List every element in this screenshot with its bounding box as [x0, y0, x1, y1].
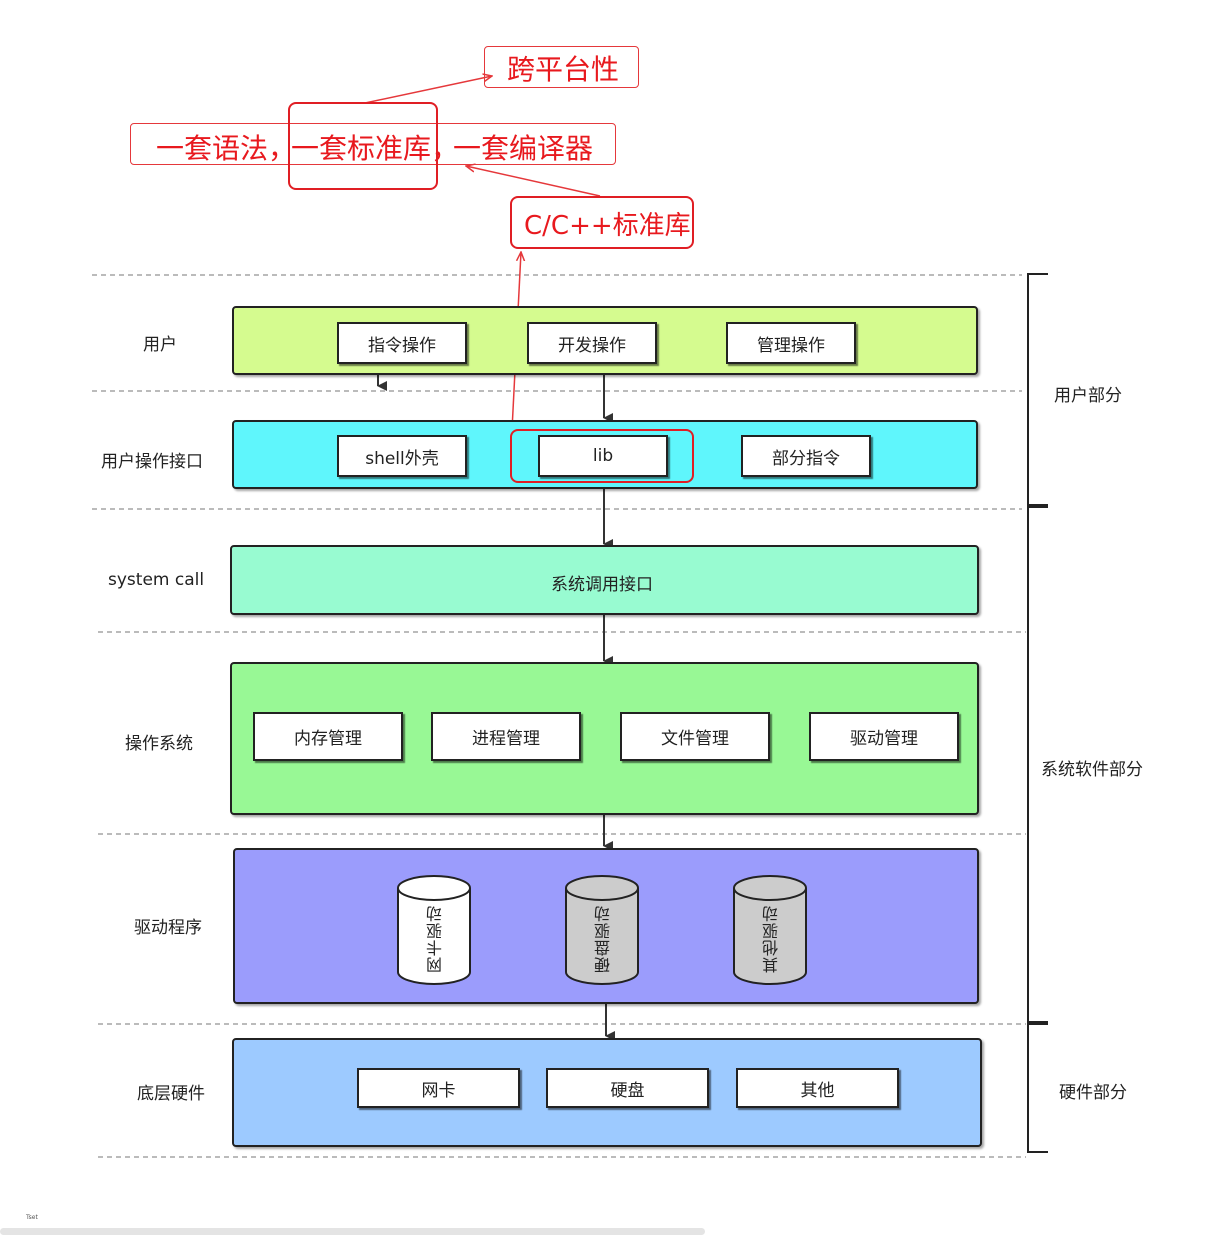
flow-arrows: [377, 372, 615, 1041]
process-management-box: 进程管理: [431, 712, 581, 761]
user-part-label: 用户部分: [1054, 386, 1122, 406]
file-management-box: 文件管理: [620, 712, 770, 761]
dashed-separators: [92, 274, 1026, 1158]
system-call-interface-label: 系统调用接口: [551, 575, 653, 595]
drivers-layer-label: 驱动程序: [134, 918, 202, 938]
system-call-layer-label: system call: [108, 570, 205, 590]
system-software-part-label: 系统软件部分: [1041, 760, 1143, 780]
c-stdlib-label: C/C++标准库: [524, 211, 691, 241]
stdlib-highlight-box: [288, 102, 438, 190]
development-operation-box: 开发操作: [527, 322, 657, 364]
nic-box: 网卡: [357, 1068, 520, 1108]
user-layer-label: 用户: [143, 335, 177, 355]
lib-highlight-box: [510, 429, 694, 483]
shell-box: shell外壳: [337, 435, 467, 477]
stdlib-label: 一套标准库，: [291, 132, 460, 165]
nic-driver-label: 网卡驱动: [426, 905, 445, 973]
hardware-part-label: 硬件部分: [1059, 1083, 1127, 1103]
hardware-layer-label: 底层硬件: [137, 1084, 205, 1104]
cross-platform-label: 跨平台性: [507, 53, 620, 86]
syntax-label: 一套语法，: [156, 132, 297, 165]
horizontal-scrollbar[interactable]: [0, 1228, 705, 1235]
compiler-label: 一套编译器: [453, 132, 594, 165]
disk-box: 硬盘: [546, 1068, 709, 1108]
command-operation-box: 指令操作: [337, 322, 467, 364]
other-driver-label: 其他驱动: [762, 905, 781, 973]
disk-driver-label: 硬盘驱动: [594, 905, 613, 973]
lib-box: lib: [538, 435, 668, 477]
driver-management-box: 驱动管理: [809, 712, 959, 761]
memory-management-box: 内存管理: [253, 712, 403, 761]
cross-platform-box: [484, 46, 639, 88]
tiny-footer-text: Tset: [26, 1214, 38, 1221]
user-interface-layer-label: 用户操作接口: [101, 452, 203, 472]
c-stdlib-box: [510, 196, 694, 249]
partial-commands-box: 部分指令: [741, 435, 871, 477]
language-components-box: [130, 123, 616, 165]
os-layer-label: 操作系统: [125, 734, 193, 754]
right-brackets: [1027, 273, 1048, 1153]
other-hardware-box: 其他: [736, 1068, 899, 1108]
management-operation-box: 管理操作: [726, 322, 856, 364]
system-call-layer: [230, 545, 979, 615]
